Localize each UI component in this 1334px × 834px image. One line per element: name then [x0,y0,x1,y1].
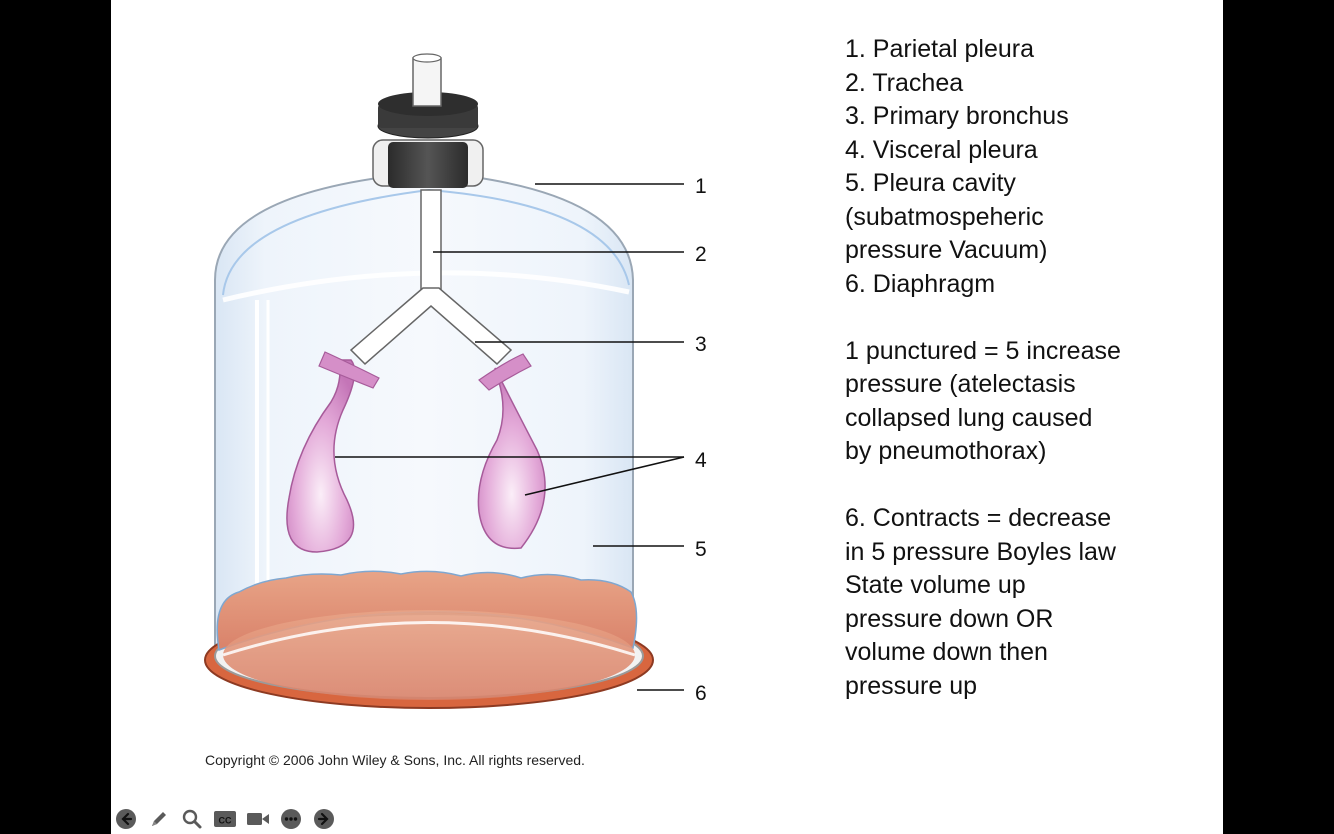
arrow-left-icon[interactable] [114,807,138,831]
presentation-toolbar: CC [114,806,336,832]
contracts-line: volume down then [845,638,1048,666]
svg-text:CC: CC [219,816,232,826]
puncture-line: by pneumothorax) [845,437,1047,465]
label-line: 3. Primary bronchus [845,102,1069,130]
puncture-line: collapsed lung caused [845,403,1093,432]
copyright-notice: Copyright © 2006 John Wiley & Sons, Inc.… [205,752,585,768]
callout-5: 5 [695,538,707,561]
right-lung [477,367,546,550]
label-line: 4. Visceral pleura [845,135,1038,164]
spacer [845,301,1215,335]
callout-1: 1 [695,175,707,198]
contracts-line: pressure down OR [845,604,1054,633]
closed-captions-icon[interactable]: CC [213,807,237,831]
bell-jar-diagram: 1 2 3 4 5 6 [204,53,707,709]
contracts-line: State volume up [845,571,1026,599]
video-camera-icon[interactable] [246,807,270,831]
label-line: 2. Trachea [845,68,964,97]
more-icon[interactable] [279,807,303,831]
callout-3: 3 [695,333,707,356]
callout-2: 2 [695,243,707,266]
label-line: (subatmospeheric [845,202,1044,231]
label-line: 1. Parietal pleura [845,35,1035,63]
label-line: pressure Vacuum) [845,236,1048,264]
label-line: 5. Pleura cavity [845,169,1016,197]
slide: 1 2 3 4 5 6 Copyright © 2006 John Wiley … [111,0,1223,834]
puncture-line: pressure (atelectasis [845,370,1076,398]
arrow-right-icon[interactable] [312,807,336,831]
contracts-line: 6. Contracts = decrease [845,504,1112,532]
contracts-line: in 5 pressure Boyles law [845,537,1116,566]
left-lung [286,359,356,553]
spacer [845,469,1215,503]
notes-panel: 1. Parietal pleura 2. Trachea 3. Primary… [845,33,1215,703]
pen-icon[interactable] [147,807,171,831]
contracts-line: pressure up [845,671,978,700]
leader-line-4b [524,456,685,496]
label-line: 6. Diaphragm [845,269,996,298]
callout-4: 4 [695,449,707,472]
magnifier-icon[interactable] [180,807,204,831]
callout-6: 6 [695,682,707,705]
puncture-line: 1 punctured = 5 increase [845,336,1121,365]
